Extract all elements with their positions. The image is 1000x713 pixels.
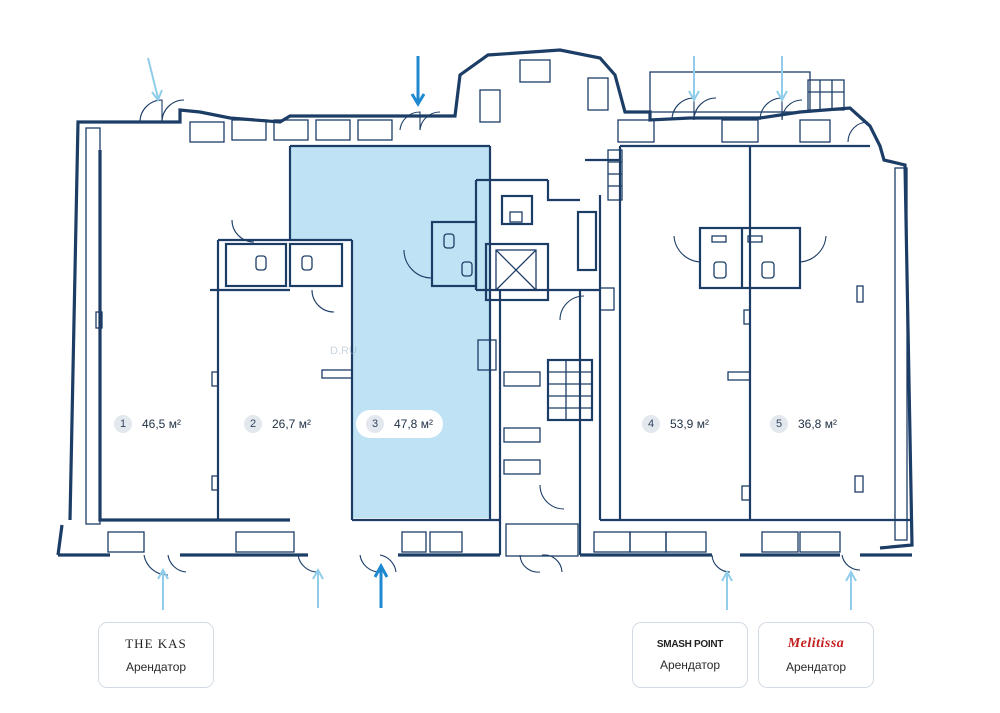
bottom-facade	[107, 523, 861, 576]
tenant-role: Арендатор	[125, 660, 187, 674]
tenant-role: Арендатор	[785, 660, 847, 674]
interior-walls	[210, 144, 912, 555]
tenant-card-the-kas[interactable]: THE KAS Арендатор	[98, 622, 214, 688]
tenant-logo: THE KAS	[125, 636, 187, 651]
entrance-arrows	[147, 56, 857, 610]
room-number-badge: 5	[770, 415, 788, 433]
room-label-1[interactable]: 1 46,5 м²	[104, 410, 191, 438]
tenant-logo: SMASH POINT	[656, 638, 724, 650]
restrooms	[224, 219, 827, 313]
columns	[95, 285, 864, 501]
room-area: 53,9 м²	[670, 417, 709, 431]
room-label-4[interactable]: 4 53,9 м²	[632, 410, 719, 438]
room-label-2[interactable]: 2 26,7 м²	[234, 410, 321, 438]
tenant-card-smash-point[interactable]: SMASH POINT Арендатор	[632, 622, 748, 688]
room-label-3[interactable]: 3 47,8 м²	[356, 410, 443, 438]
room-number-badge: 3	[366, 415, 384, 433]
room-area: 26,7 м²	[272, 417, 311, 431]
tenant-logo: Melitissa	[787, 636, 845, 651]
outer-walls	[56, 48, 914, 557]
top-windows	[189, 59, 845, 143]
tenant-role: Арендатор	[659, 657, 721, 672]
room-area: 46,5 м²	[142, 417, 181, 431]
room-label-5[interactable]: 5 36,8 м²	[760, 410, 847, 438]
room-number-badge: 2	[244, 415, 262, 433]
unit-3-highlight[interactable]	[290, 146, 490, 518]
room-area: 36,8 м²	[798, 417, 837, 431]
room-area: 47,8 м²	[394, 417, 433, 431]
room-number-badge: 1	[114, 415, 132, 433]
tenant-card-melitissa[interactable]: Melitissa Арендатор	[758, 622, 874, 688]
room-number-badge: 4	[642, 415, 660, 433]
watermark: D.RU	[330, 345, 357, 357]
building-core	[477, 149, 623, 510]
